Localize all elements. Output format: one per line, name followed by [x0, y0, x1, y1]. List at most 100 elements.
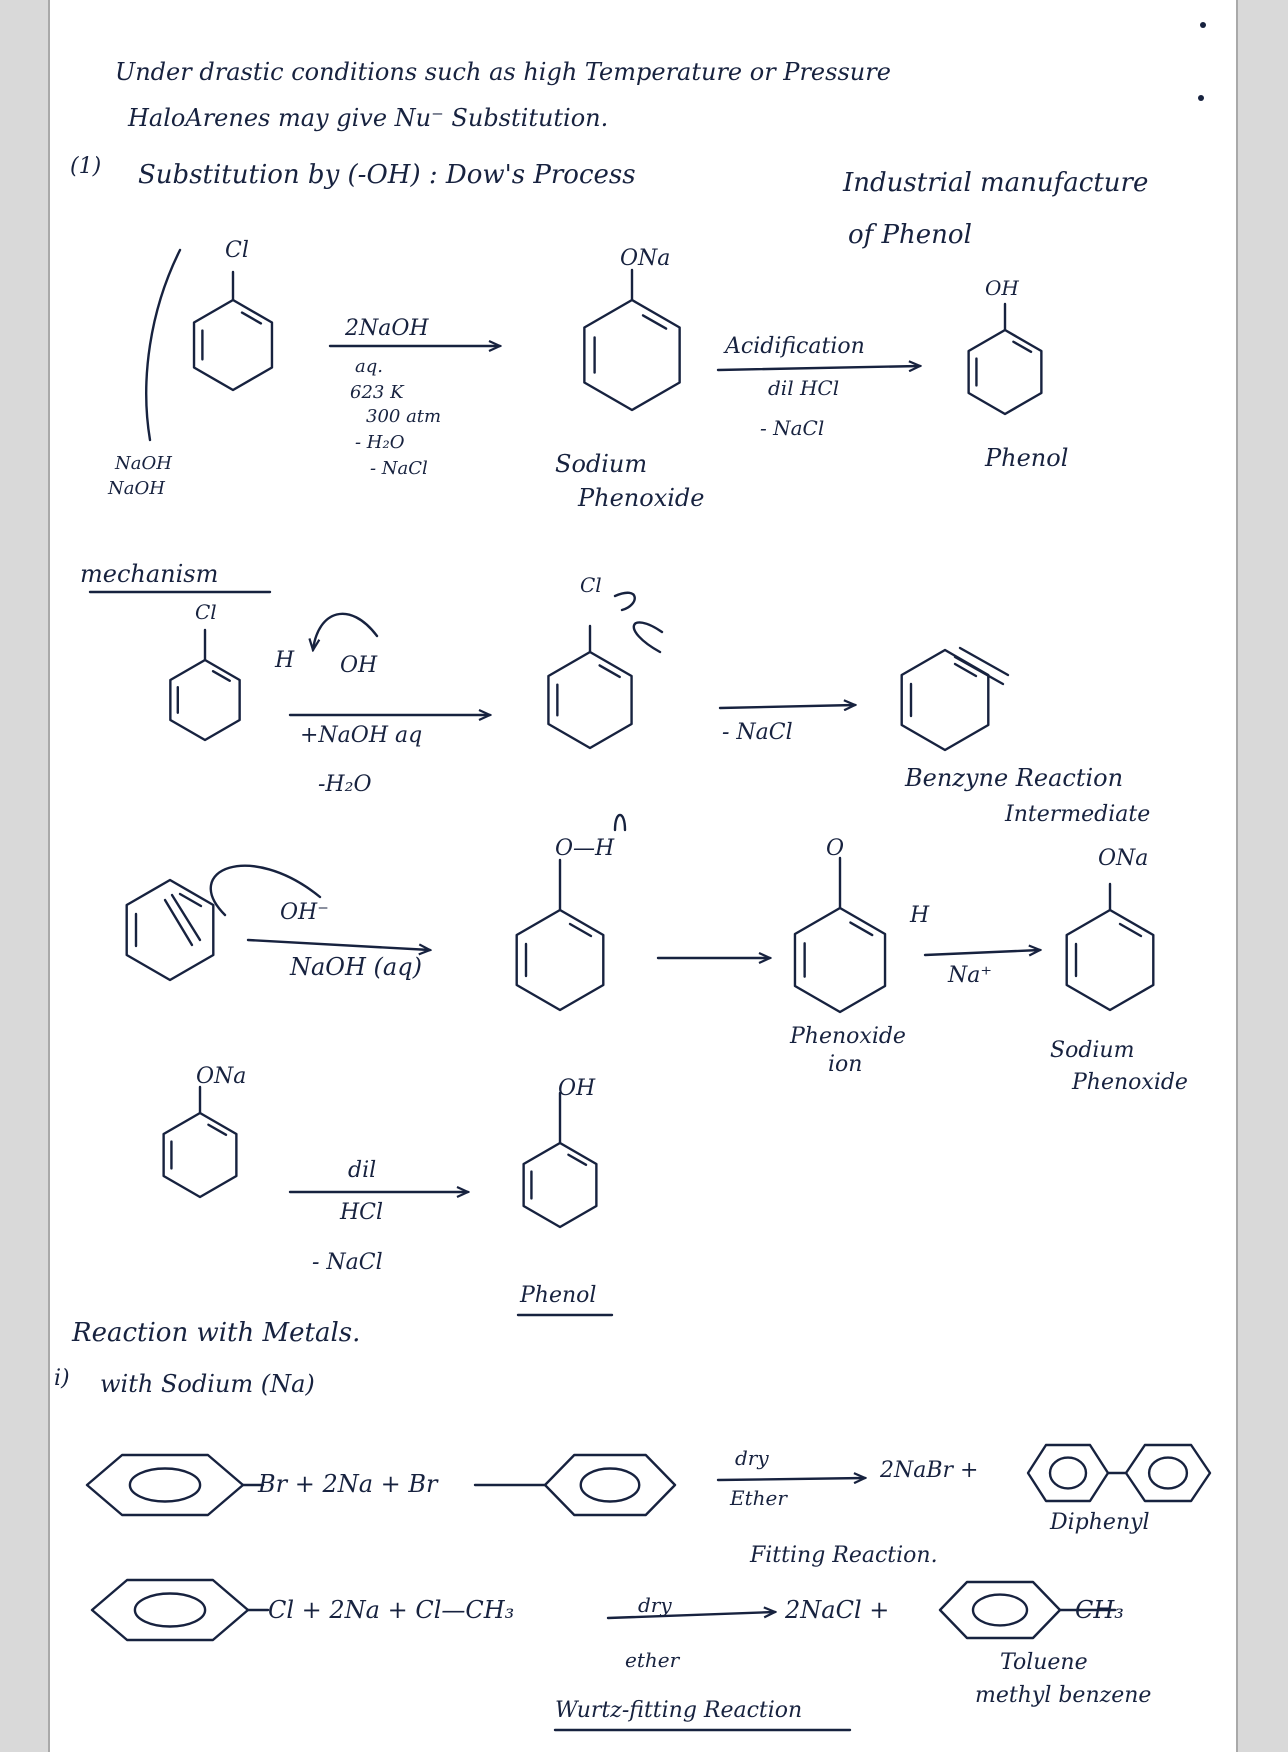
notebook-page	[48, 0, 1238, 1752]
mech-r1-reagent: +NaOH aq	[300, 723, 423, 748]
wf-product-name-1: Toluene	[1000, 1650, 1088, 1675]
mech-r2-ion-name-1: Phenoxide	[790, 1024, 906, 1049]
dow-product-group: ONa	[620, 246, 671, 271]
mech-r2-na: Na⁺	[948, 963, 992, 988]
dow-final-group: OH	[985, 276, 1019, 300]
mech-benzyne-ring-2	[125, 878, 215, 982]
fitting-left: Br + 2Na + Br	[258, 1470, 438, 1498]
mech-arrow-2	[718, 705, 855, 708]
side-curve	[145, 248, 182, 442]
ink-dot	[1200, 22, 1206, 28]
fitting-cond-2: Ether	[730, 1486, 787, 1510]
chlorobenzene-ring-h	[90, 1578, 270, 1642]
metals-sub-text: with Sodium (Na)	[100, 1370, 315, 1398]
fitting-cond-1: dry	[735, 1446, 769, 1470]
bromobenzene-ring-2	[473, 1453, 677, 1517]
dow-step2-mid: dil HCl	[768, 376, 840, 400]
fitting-product: 2NaBr +	[880, 1458, 979, 1483]
dow-side-note-2: NaOH	[108, 478, 165, 499]
phenoxide-ion-ring	[793, 856, 887, 1014]
mech-r2-final-group: ONa	[1098, 846, 1149, 871]
mech-r2-oh: OH⁻	[280, 900, 329, 925]
sodium-phenoxide-ring	[583, 268, 681, 412]
mech-r1-group: Cl	[195, 600, 217, 624]
mech-r1-step-loss: - NaCl	[722, 720, 793, 745]
mech-hydroxy-ring	[515, 858, 605, 1012]
curly-arrow-1	[313, 612, 379, 650]
mech-r3-reagent-2: HCl	[340, 1200, 384, 1225]
metals-sub-number: i)	[54, 1366, 70, 1391]
diphenyl-ring-2	[1124, 1443, 1212, 1503]
dow-arrow-2	[716, 366, 920, 370]
wf-name: Wurtz-fitting Reaction	[555, 1698, 803, 1723]
mech-r1-loss: -H₂O	[318, 772, 372, 797]
dow-step2-top: Acidification	[725, 334, 865, 359]
dow-condition-2: 623 K	[350, 382, 404, 403]
mech-sodium-phenoxide-ring-3	[162, 1085, 238, 1199]
mech-phenol-ring-3	[522, 1091, 598, 1229]
mech-r3-product-name: Phenol	[520, 1283, 597, 1308]
mech-r3-reagent-1: dil	[348, 1158, 377, 1183]
mech-chlorobenzene-ring	[169, 628, 241, 742]
mech-r2-mid-group: O—H	[555, 836, 615, 861]
intro-line-1: Under drastic conditions such as high Te…	[115, 58, 891, 86]
benzyne-name-1: Benzyne Reaction	[905, 764, 1124, 792]
sodium-phenoxide-ring-2	[1065, 882, 1155, 1012]
phenol-ring	[967, 302, 1043, 416]
wf-arrow	[606, 1612, 775, 1620]
toluene-ring	[938, 1580, 1117, 1640]
curly-arrow-2	[613, 591, 636, 612]
mech-r1-mid-group: Cl	[580, 573, 602, 597]
mech-arrow-5	[923, 950, 1040, 955]
wf-cond-2: ether	[625, 1648, 680, 1672]
ink-dot	[1198, 95, 1204, 101]
mech-r1-oh: OH	[340, 653, 378, 678]
fitting-arrow	[716, 1478, 865, 1480]
dow-reagent: 2NaOH	[345, 316, 429, 341]
mechanism-heading: mechanism	[80, 560, 219, 588]
intro-line-2: HaloArenes may give Nu⁻ Substitution.	[128, 104, 609, 132]
mech-arrow-3	[246, 938, 430, 950]
curly-arrow-4	[209, 864, 322, 917]
intro-number: (1)	[70, 154, 102, 179]
mech-r3-product-group: OH	[558, 1076, 596, 1101]
metals-heading: Reaction with Metals.	[72, 1318, 361, 1348]
dow-product-name-2: Phenoxide	[578, 484, 705, 512]
wf-cond-1: dry	[638, 1593, 672, 1617]
mech-r3-loss: - NaCl	[312, 1250, 383, 1275]
dow-condition-3: 300 atm	[366, 406, 442, 427]
mech-r3-group: ONa	[196, 1064, 247, 1089]
mech-r2-final-name-1: Sodium	[1050, 1038, 1135, 1063]
curly-arrow-3	[632, 621, 664, 654]
fitting-name: Fitting Reaction.	[750, 1543, 938, 1568]
wf-left: Cl + 2Na + Cl—CH₃	[268, 1596, 515, 1624]
mech-carbanion-ring	[547, 624, 633, 750]
mech-r2-final-name-2: Phenoxide	[1072, 1070, 1188, 1095]
benzyne-name-2: Intermediate	[1005, 802, 1151, 827]
curly-arrow-5	[613, 813, 627, 832]
chlorobenzene-ring	[192, 270, 274, 392]
mech-r1-h: H	[275, 648, 295, 673]
dow-condition-1: aq.	[355, 356, 383, 377]
dow-condition-4: - H₂O	[355, 432, 405, 453]
wf-product-group: CH₃	[1075, 1596, 1124, 1624]
fitting-product-name: Diphenyl	[1050, 1510, 1150, 1535]
mech-r2-reagent: NaOH (aq)	[290, 953, 422, 981]
wf-product: 2NaCl +	[785, 1596, 890, 1624]
intro-line-3: Substitution by (-OH) : Dow's Process	[138, 160, 636, 190]
diphenyl-ring-1	[1026, 1443, 1110, 1503]
dow-final-name: Phenol	[985, 444, 1069, 472]
dow-step2-bottom: - NaCl	[760, 416, 825, 440]
dow-side-note-1: NaOH	[115, 453, 172, 474]
intro-line-3-result: Industrial manufacture	[843, 168, 1149, 198]
benzyne-ring	[900, 648, 990, 752]
dow-reactant-group: Cl	[225, 238, 249, 263]
intro-line-4: of Phenol	[848, 220, 972, 250]
dow-condition-5: - NaCl	[370, 458, 428, 479]
mech-r2-h: H	[910, 903, 930, 928]
bromobenzene-ring-1	[85, 1453, 265, 1517]
mech-r2-ion-name-2: ion	[828, 1052, 863, 1077]
wf-product-name-2: methyl benzene	[975, 1683, 1152, 1708]
mech-r2-ion-group: O	[826, 836, 845, 861]
